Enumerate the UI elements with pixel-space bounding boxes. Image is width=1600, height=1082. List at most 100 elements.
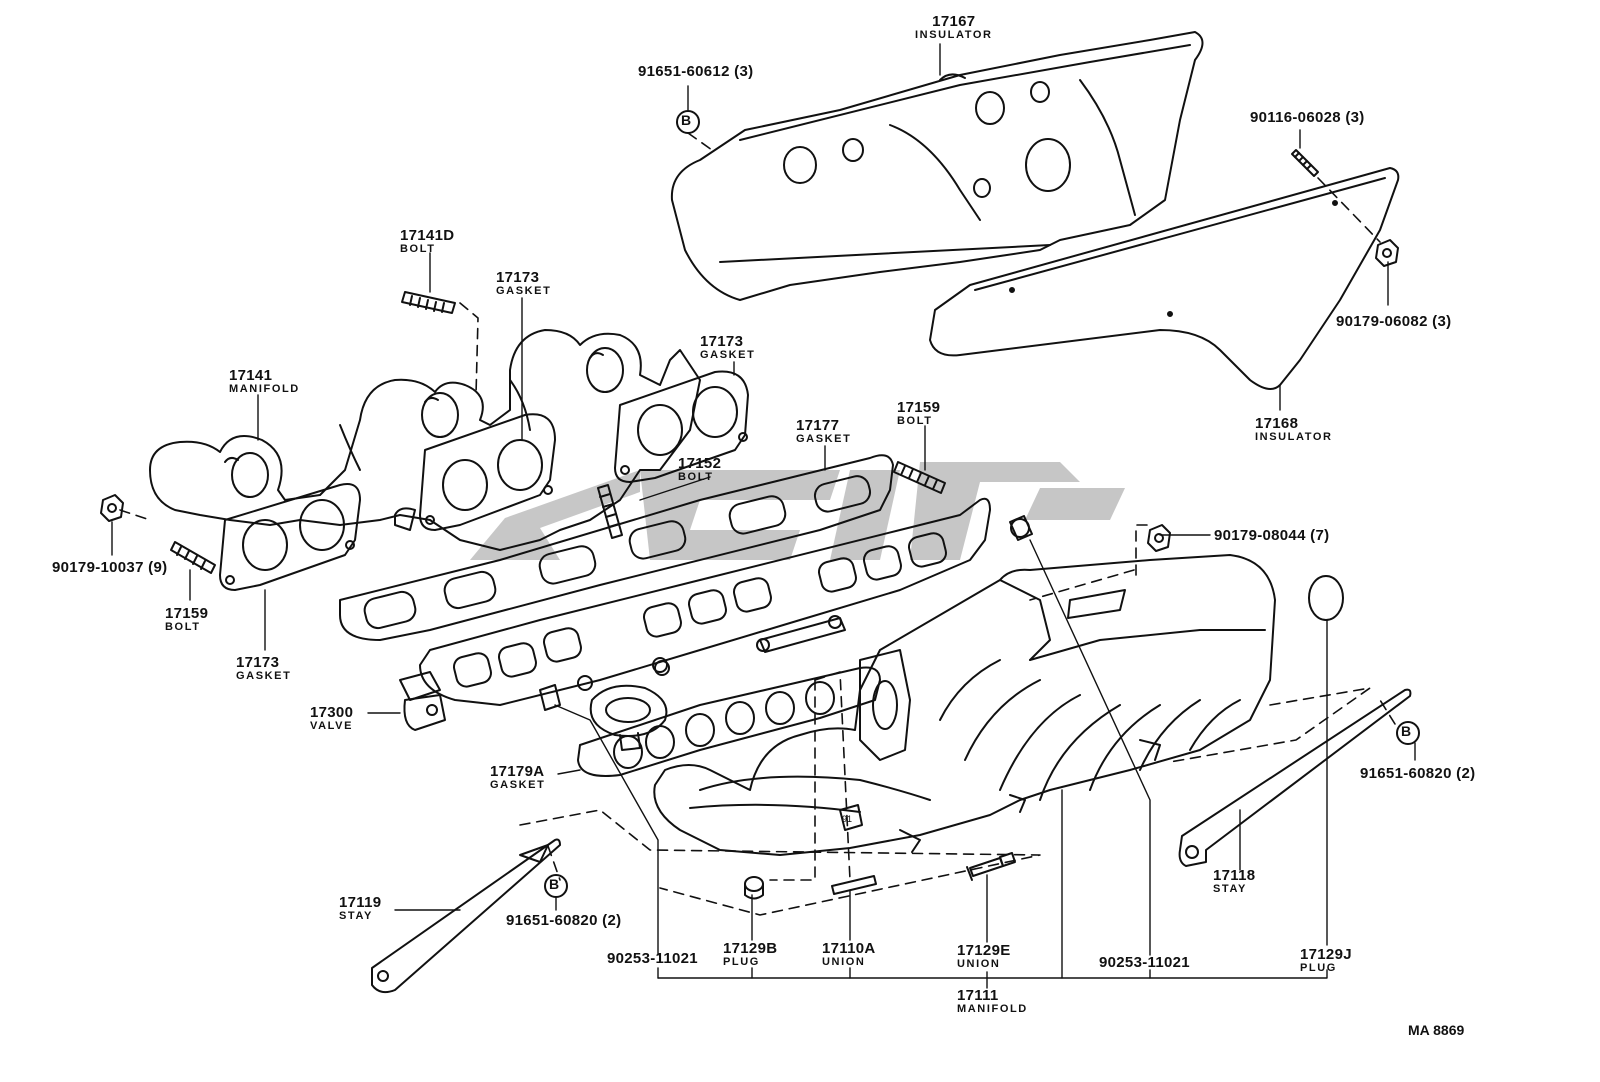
part-number: 17129B (723, 940, 778, 957)
gasket-17173-left (219, 483, 361, 591)
union-17110A (831, 875, 877, 895)
label-17141D: 17141D BOLT (400, 228, 454, 255)
label-90253-11021-right: 90253-11021 (1099, 955, 1190, 970)
part-number: 17119 (339, 894, 382, 911)
label-17152: 17152 BOLT (678, 456, 721, 483)
part-name: GASKET (700, 349, 756, 361)
part-number: 91651-60820 (2) (506, 912, 622, 929)
part-number: 90253-11021 (607, 950, 698, 967)
label-90179-06082: 90179-06082 (3) (1336, 314, 1451, 329)
exhaust-manifold-17141 (149, 329, 701, 551)
callout-b-right: B (1401, 723, 1412, 739)
stay-17119 (371, 838, 561, 994)
part-number: 17152 (678, 455, 722, 472)
label-91651-60612: 91651-60612 (3) (638, 64, 753, 79)
part-number: 17177 (796, 417, 840, 434)
part-number: 17173 (700, 333, 744, 350)
part-name: GASKET (796, 433, 852, 445)
part-number: 90179-10037 (9) (52, 559, 168, 576)
part-number: 90179-08044 (7) (1214, 527, 1330, 544)
part-name: GASKET (496, 285, 552, 297)
stay-17118 (1178, 688, 1412, 867)
drawing-code: MA 8869 (1408, 1022, 1465, 1038)
label-17141: 17141 MANIFOLD (229, 368, 300, 395)
part-number: 91651-60820 (2) (1360, 765, 1476, 782)
leader-lines (111, 43, 1416, 989)
label-17159-left: 17159 BOLT (165, 606, 208, 633)
part-name: STAY (339, 910, 373, 922)
nut-90179-06082 (1375, 239, 1399, 267)
part-number: 17141D (400, 227, 455, 244)
label-91651-60820-left: 91651-60820 (2) (506, 913, 621, 928)
part-name: UNION (822, 956, 866, 968)
label-17167: 17167 INSULATOR (915, 14, 993, 41)
label-17173-low: 17173 GASKET (236, 655, 291, 682)
plug-17129B (744, 876, 764, 900)
nut-90179-08044 (1147, 524, 1171, 552)
part-number: 17173 (236, 654, 280, 671)
part-name: GASKET (490, 779, 546, 791)
label-17129J: 17129J PLUG (1300, 947, 1352, 974)
sleeve-90253-right (1009, 515, 1033, 541)
part-name: BOLT (897, 415, 933, 427)
label-17173-right: 17173 GASKET (700, 334, 755, 361)
part-number: 90179-06082 (3) (1336, 313, 1452, 330)
stud-17141D (401, 291, 456, 314)
stud-90116-06028 (1291, 149, 1319, 177)
callout-b-marker-right (1396, 721, 1420, 745)
part-number: 17110A (822, 940, 876, 957)
part-name: PLUG (723, 956, 760, 968)
label-17177: 17177 GASKET (796, 418, 851, 445)
valve-17300 (399, 671, 446, 731)
callout-b-left: B (549, 876, 560, 892)
part-number: 17168 (1255, 415, 1299, 432)
label-17300: 17300 VALVE (310, 705, 353, 732)
nut-90179-10037 (100, 494, 124, 522)
part-number: 17129E (957, 942, 1011, 959)
gasket-17173-middle (419, 413, 556, 531)
part-name: MANIFOLD (957, 1003, 1028, 1015)
sleeve-90253-left (539, 684, 561, 711)
label-17168: 17168 INSULATOR (1255, 416, 1333, 443)
intake-manifold-17111: 91 (653, 554, 1276, 856)
dashed-assembly-lines (119, 132, 1396, 916)
stud-17159-top (893, 461, 946, 494)
part-name: STAY (1213, 883, 1247, 895)
gasket-17177 (339, 454, 894, 641)
part-number: 17179A (490, 763, 545, 780)
intake-runner-flange (419, 497, 1030, 706)
part-number: 90253-11021 (1099, 954, 1190, 971)
insulator-17168 (929, 167, 1400, 390)
label-90253-11021-left: 90253-11021 (607, 951, 698, 966)
callout-b-top: B (681, 112, 692, 128)
gasket-17173-right (614, 370, 749, 483)
part-number: 17300 (310, 704, 354, 721)
label-17118: 17118 STAY (1213, 868, 1255, 895)
label-17111: 17111 MANIFOLD (957, 988, 1028, 1015)
part-number: 17141 (229, 367, 273, 384)
label-90179-08044: 90179-08044 (7) (1214, 528, 1329, 543)
plug-17129J (1308, 575, 1344, 621)
part-number: 17111 (957, 987, 999, 1004)
part-name: UNION (957, 958, 1001, 970)
part-number: 17159 (165, 605, 209, 622)
part-name: VALVE (310, 720, 354, 732)
part-number: 17129J (1300, 946, 1352, 963)
union-17129E (966, 852, 1016, 881)
label-17159-top: 17159 BOLT (897, 400, 940, 427)
label-17129E: 17129E UNION (957, 943, 1011, 970)
insulator-17167 (670, 31, 1204, 301)
label-91651-60820-right: 91651-60820 (2) (1360, 766, 1475, 781)
gasket-17179A (577, 666, 881, 777)
part-name: PLUG (1300, 962, 1337, 974)
part-number: 17173 (496, 269, 540, 286)
part-name: INSULATOR (915, 29, 993, 41)
stud-17152 (597, 484, 623, 539)
stud-17159-left (170, 541, 216, 574)
part-name: BOLT (165, 621, 201, 633)
vacuum-diaphragm (577, 657, 668, 751)
part-number: 17159 (897, 399, 941, 416)
label-17119: 17119 STAY (339, 895, 381, 922)
label-17179A: 17179A GASKET (490, 764, 545, 791)
